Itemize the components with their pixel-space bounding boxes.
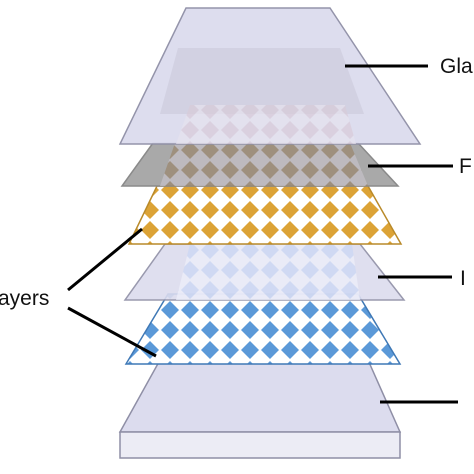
orange-diamond-layer: [127, 185, 403, 245]
label-glass: Gla: [440, 55, 473, 78]
base-slab: [118, 359, 402, 459]
label-third: I: [460, 267, 466, 290]
label-layers: ayers: [0, 287, 49, 310]
light-blue-panel: [123, 243, 406, 301]
leader-line-layers-lower: [67, 306, 157, 358]
gray-pattern-layer: [120, 142, 400, 187]
blue-diamond-layer: [124, 293, 402, 365]
leader-line-layers-upper: [67, 227, 143, 292]
glass-top-panel: [118, 7, 422, 145]
label-second: F: [459, 155, 472, 178]
